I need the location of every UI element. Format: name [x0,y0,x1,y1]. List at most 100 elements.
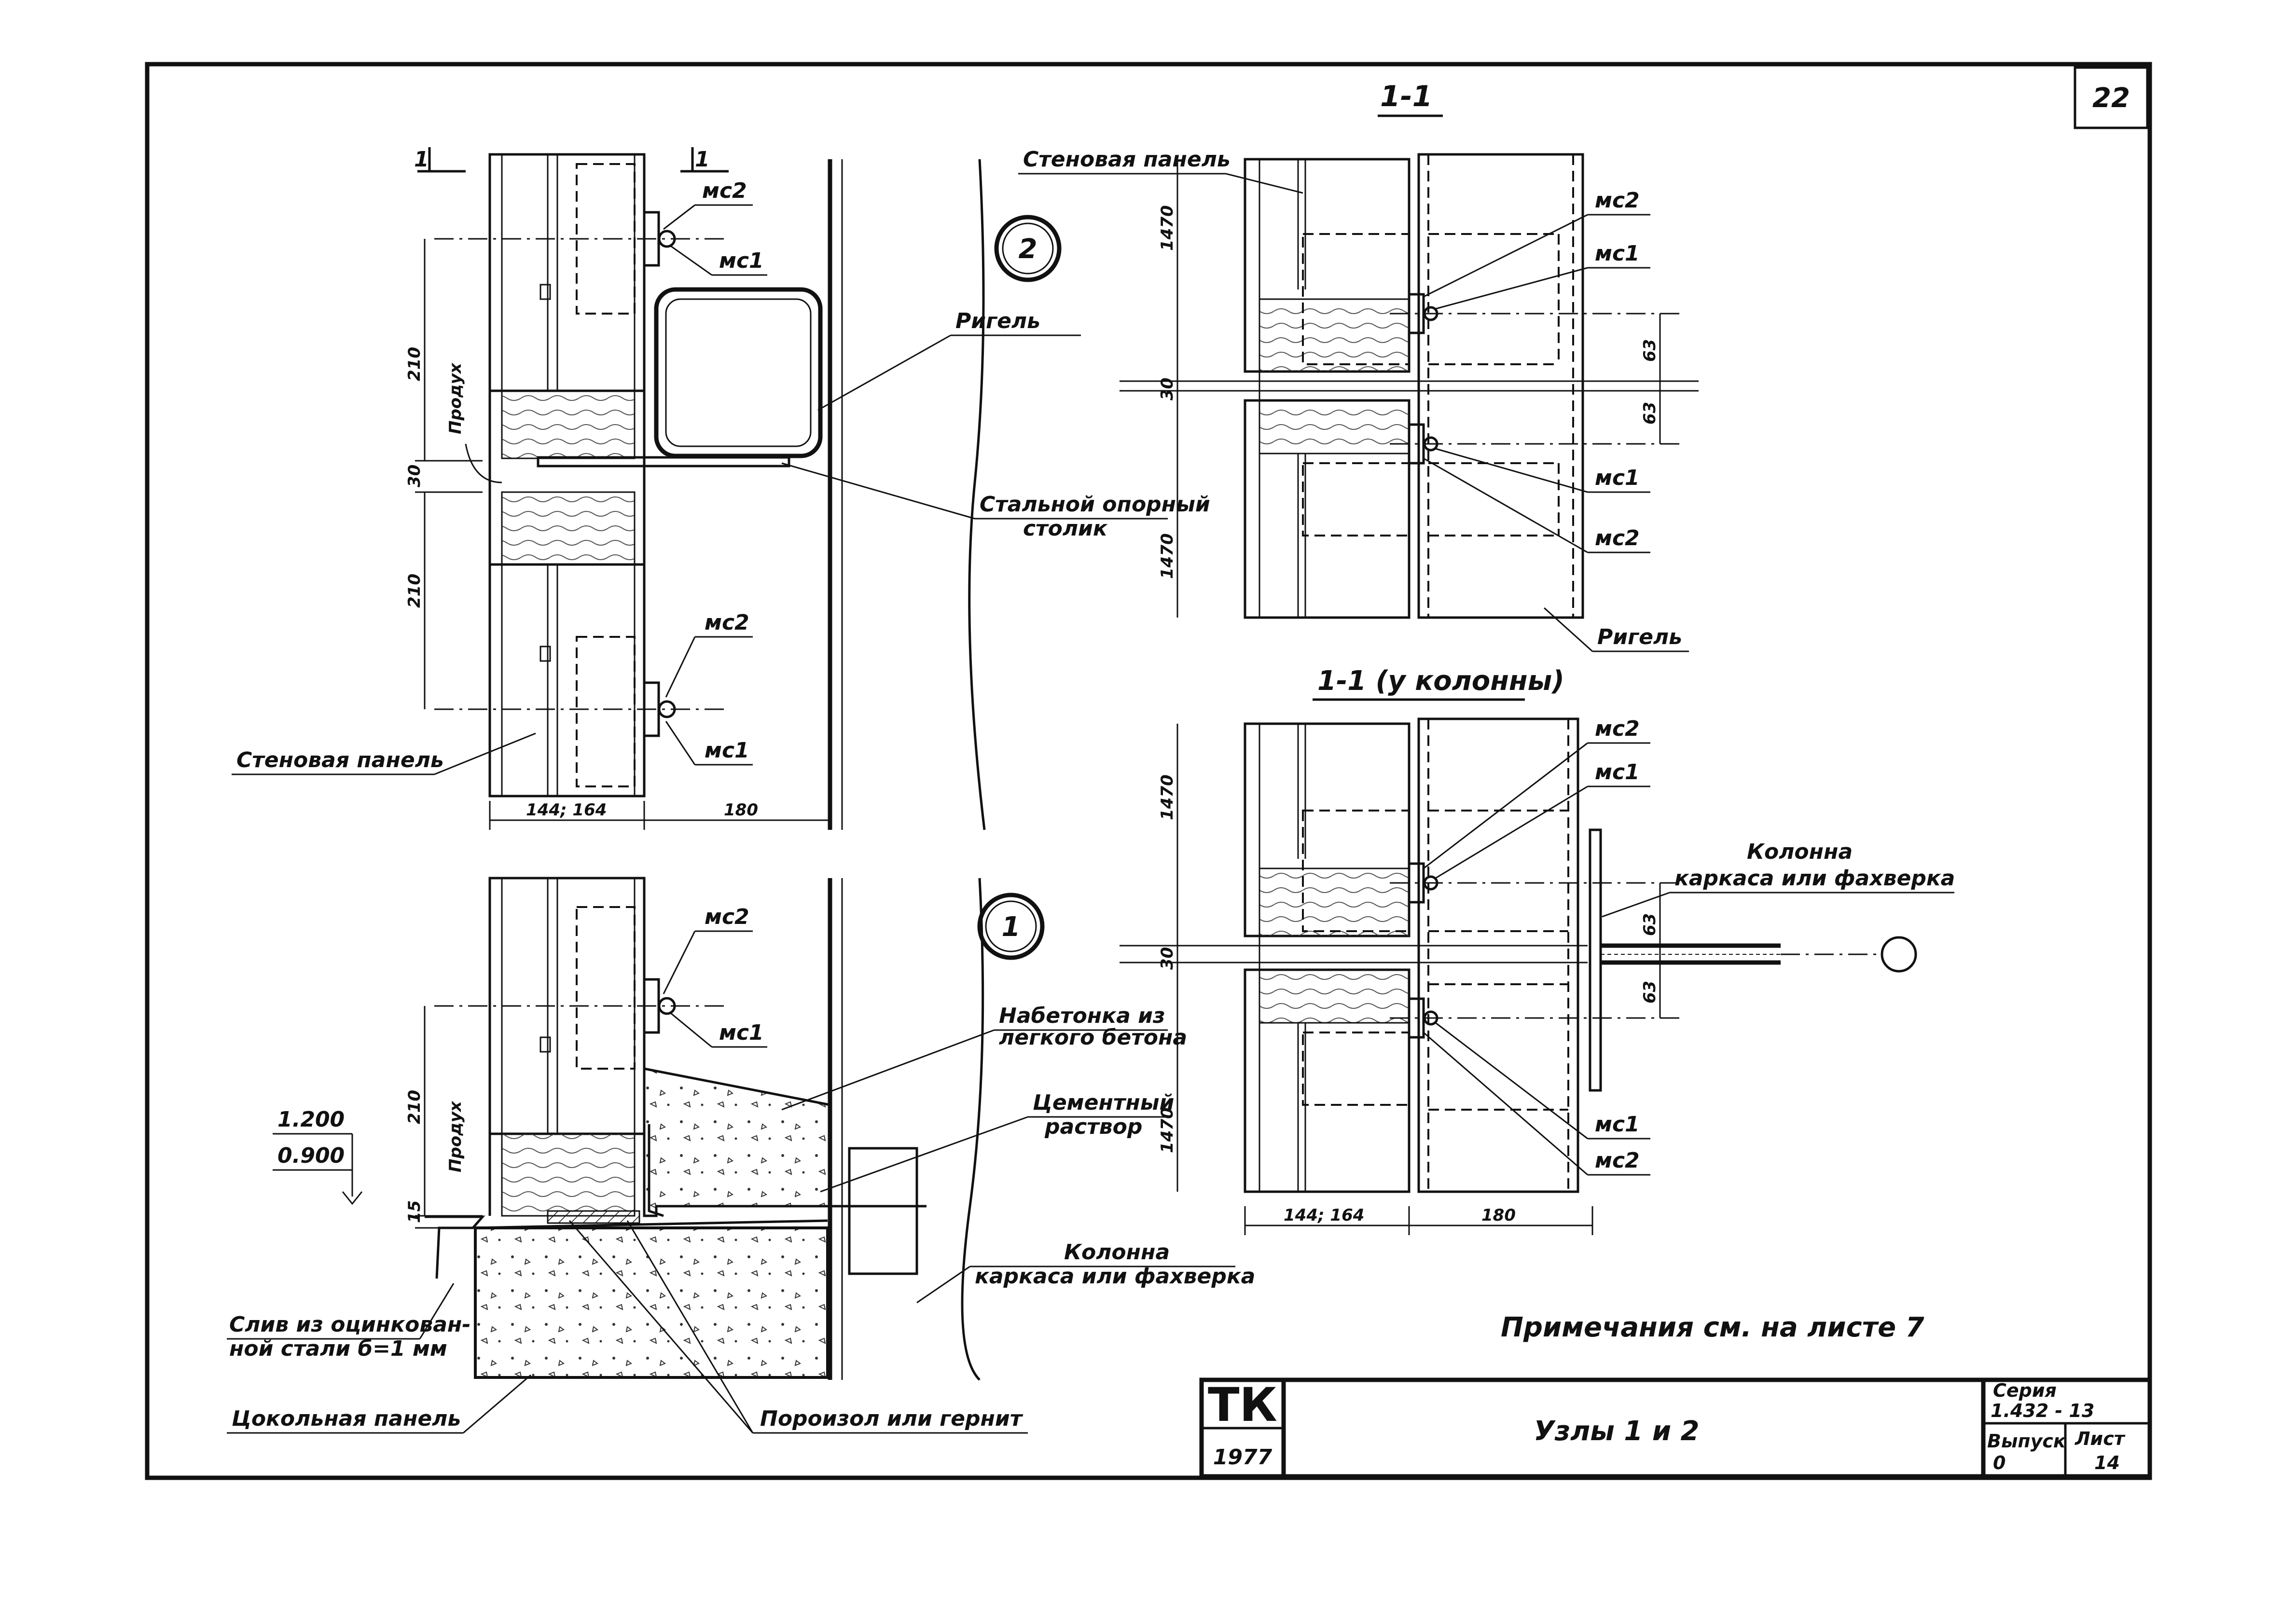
stamp-sheet-label: Лист [2075,1428,2126,1449]
mc2-node1: мс2 [705,905,749,929]
mc2-node2-bottom: мс2 [705,610,749,635]
mc1-node1: мс1 [719,1020,764,1045]
wall-panel-upper [488,153,646,392]
section-1-1-wood-upper [1259,298,1410,372]
column-label-col-1: Колонна [1747,839,1853,864]
light-concrete-label-1: Набетонка из [999,1004,1165,1028]
title-stamp: ТК 1977 Узлы 1 и 2 Серия 1.432 - 13 Выпу… [1199,1377,2152,1479]
light-concrete-topping [643,1067,831,1217]
stamp-issue-label: Выпуск [1987,1431,2066,1452]
wall-panel-label-node2: Стеновая панель [236,748,444,772]
mc1-s11-top: мс1 [1595,241,1640,266]
plinth-panel [474,1226,829,1379]
stamp-series-label: Серия [1993,1380,2057,1401]
dim-1470-s11-upper: 1470 [1158,205,1177,251]
dim-180-col: 180 [1481,1206,1516,1225]
mc1-col-top: мс1 [1595,760,1640,784]
drip-label-1: Слив из оцинкован- [229,1312,471,1337]
section-1-1-girder [1417,153,1584,619]
light-concrete-label-2: легкого бетона [999,1025,1187,1050]
steel-table-label-1: Стальной опорный [980,492,1210,517]
section-col-girder [1417,717,1579,1193]
wood-insert-lower [501,491,636,565]
mc1-node2-bottom: мс1 [705,738,749,763]
column-label-node1-2: каркаса или фахверка [975,1264,1255,1289]
steel-table-label-2: столик [1023,516,1108,541]
cut-marker-left: 1 [414,147,429,172]
girder-section [654,287,823,458]
dim-63-s11-lower: 63 [1640,402,1660,425]
dim-210-lower: 210 [405,574,424,608]
wall-panel-lower [488,563,646,798]
mc1-col-bottom: мс1 [1595,1112,1640,1137]
node-1-number: 1 [1002,911,1021,943]
wall-panel-label-s11: Стеновая панель [1023,147,1231,172]
mc2-s11-top: мс2 [1595,188,1640,213]
dim-1470-s11-lower: 1470 [1158,533,1177,579]
dim-210-node1: 210 [405,1090,424,1124]
cement-label-1: Цементный [1033,1090,1174,1115]
stamp-title: Узлы 1 и 2 [1534,1416,1699,1447]
section-title-1-1-column: 1-1 (у колонны) [1317,665,1564,697]
column-bracket-node1 [848,1147,918,1275]
dim-1470-col-lower: 1470 [1158,1107,1177,1153]
wood-insert-upper [501,390,636,459]
sheet-frame [145,62,2152,1480]
poroizol-seal [547,1210,640,1224]
section-1-1-wood-lower [1259,399,1410,454]
sheet-number: 22 [2092,83,2130,114]
section-1-1: 1-1 1470 30 1 [1018,80,1699,652]
mc2-col-bottom: мс2 [1595,1148,1640,1173]
section-col-wood-lower [1259,969,1410,1024]
node-2-marker [994,215,1062,282]
girder-label-s11: Ригель [1597,625,1682,649]
produkh-upper: Продух [446,362,465,434]
mc2-s11-bottom: мс2 [1595,526,1640,550]
drip-label-2: ной стали б=1 мм [229,1336,447,1361]
cut-marker-right: 1 [695,147,710,172]
column-axis-marker [1881,936,1917,973]
girder-label-node2: Ригель [955,309,1040,333]
mc1-s11-bottom: мс1 [1595,466,1640,490]
node-2-detail: 1 1 [232,147,1210,830]
level-0900: 0.900 [277,1143,345,1168]
node-2-number: 2 [1019,234,1037,265]
section-col-wood-upper [1259,867,1410,937]
level-1200: 1.200 [277,1107,345,1132]
column-flange [1589,828,1602,1092]
wood-insert-node1 [501,1133,636,1217]
dim-63-col-lower: 63 [1640,981,1660,1004]
stamp-series-value: 1.432 - 13 [1991,1400,2094,1421]
dim-30-col: 30 [1158,947,1177,970]
mc1-node2-top: мс1 [719,248,764,273]
dim-30-s11: 30 [1158,378,1177,400]
node-1-marker [977,893,1045,960]
node-1-detail: 1.200 0.900 210 15 Продух 1 мс2 мс1 Набе… [227,877,1255,1434]
mc2-node2-top: мс2 [702,179,747,203]
stamp-issue-value: 0 [1993,1452,2006,1473]
column-label-col-2: каркаса или фахверка [1674,866,1955,891]
steel-support-table [537,456,790,468]
dim-15-node1: 15 [405,1200,424,1223]
dim-180-node2: 180 [724,800,758,820]
section-title-1-1: 1-1 [1380,80,1432,113]
plinth-panel-label: Цокольная панель [232,1406,461,1431]
sheet-number-box: 22 [2074,66,2149,129]
stamp-sheet-value: 14 [2094,1452,2120,1473]
cement-label-2: раствор [1044,1115,1142,1139]
dim-63-s11-upper: 63 [1640,339,1660,362]
stamp-year: 1977 [1213,1445,1272,1470]
dim-144-164-node2: 144; 164 [526,800,607,820]
mc2-col-top: мс2 [1595,716,1640,741]
stamp-org: ТК [1208,1378,1277,1432]
produkh-node1: Продух [446,1101,465,1172]
column-label-node1-1: Колонна [1064,1240,1170,1265]
dim-144-164-col: 144; 164 [1284,1206,1364,1225]
dim-63-col-upper: 63 [1640,913,1660,936]
dim-1470-col-upper: 1470 [1158,774,1177,820]
poroizol-label: Пороизол или гернит [760,1406,1024,1431]
sheet-note: Примечания см. на листе 7 [1501,1312,1924,1343]
dim-30-upper: 30 [405,465,424,487]
dim-210-upper: 210 [405,347,424,381]
